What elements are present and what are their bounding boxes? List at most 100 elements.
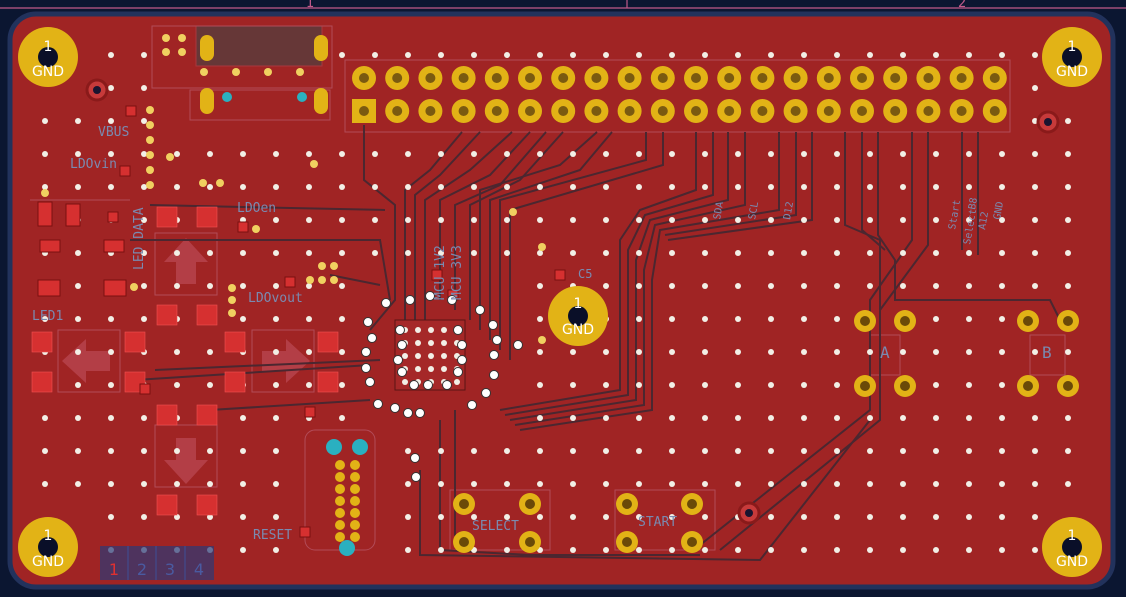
silk-button-b: B (1042, 343, 1052, 362)
stitch-via (207, 283, 213, 289)
stitch-via (438, 151, 444, 157)
tactile-buttons[interactable] (453, 310, 1079, 553)
mounting-hole-bottom-left[interactable]: 1 GND (18, 517, 78, 577)
stitch-via (867, 415, 873, 421)
mounting-hole-center[interactable]: 1 GND (548, 286, 608, 346)
header-label-4: SCL (747, 201, 761, 221)
layer-selector[interactable]: 1 2 3 4 (100, 546, 214, 580)
small-via (306, 276, 314, 284)
stitch-via (273, 217, 279, 223)
smd-small (125, 105, 137, 117)
stitch-via (1032, 151, 1038, 157)
stitch-via (1065, 151, 1071, 157)
stitch-via (372, 250, 378, 256)
mcu-thermal-via (428, 366, 434, 372)
stitch-via (141, 184, 147, 190)
stitch-via (735, 184, 741, 190)
stitch-via (834, 217, 840, 223)
silk-mcu-3v3: MCU 3V3 (450, 245, 465, 300)
silk-led1: LED1 (32, 309, 63, 324)
stitch-via (636, 283, 642, 289)
stitch-via (603, 283, 609, 289)
stitch-via (669, 547, 675, 553)
stitch-via (669, 349, 675, 355)
silk-ldo-vout: LDOvout (248, 291, 303, 306)
small-via (538, 243, 546, 251)
header-pin-drill (525, 106, 535, 116)
small-via (146, 166, 154, 174)
stitch-via (702, 349, 708, 355)
button-pin-drill (525, 537, 535, 547)
mounting-hole-top-right[interactable]: 1 GND (1042, 27, 1102, 87)
stitch-via (273, 448, 279, 454)
small-via (130, 283, 138, 291)
small-via (146, 121, 154, 129)
smd-part (37, 201, 53, 227)
silk-reset: RESET (253, 528, 292, 543)
button-pin-drill (860, 381, 870, 391)
stitch-via (372, 184, 378, 190)
stitch-via (504, 151, 510, 157)
smd-small (237, 221, 249, 233)
header-pin-drill (624, 106, 635, 116)
trace (414, 131, 481, 325)
layer-1[interactable]: 1 (109, 560, 119, 579)
pin-header-2x20[interactable] (352, 66, 1007, 123)
stitch-via (570, 349, 576, 355)
header-pin-drill (392, 73, 403, 83)
stitch-via (966, 382, 972, 388)
mcu-fanout-via (481, 388, 491, 398)
stitch-via (735, 217, 741, 223)
stitch-via (867, 514, 873, 520)
stitch-via (1032, 349, 1038, 355)
header-pin-drill (591, 73, 602, 83)
stitch-via (603, 52, 609, 58)
prog-pin (350, 532, 360, 542)
stitch-via (75, 349, 81, 355)
trace (419, 419, 871, 562)
smd-pad (224, 371, 246, 393)
stitch-via (537, 382, 543, 388)
stitch-via (75, 481, 81, 487)
stitch-via (1032, 85, 1038, 91)
stitch-via (207, 349, 213, 355)
layer-2[interactable]: 2 (137, 560, 147, 579)
mcu-fanout-via (395, 325, 405, 335)
stitch-via (999, 415, 1005, 421)
mcu-fanout-via (489, 370, 499, 380)
stitch-via (933, 52, 939, 58)
small-via (146, 181, 154, 189)
smd-pad (196, 494, 218, 516)
stitch-via (240, 448, 246, 454)
mcu-fanout-via (488, 320, 498, 330)
mounting-hole-top-left[interactable]: 1 GND (18, 27, 78, 87)
prog-pin (335, 472, 345, 482)
layer-3[interactable]: 3 (165, 560, 175, 579)
trace (363, 125, 396, 331)
programming-header[interactable] (326, 439, 368, 556)
mounting-hole-bottom-right[interactable]: 1 GND (1042, 517, 1102, 577)
mcu-fanout-via (410, 453, 420, 463)
prog-pin (335, 496, 345, 506)
usb-connector[interactable] (162, 34, 328, 114)
smd-part (37, 279, 61, 297)
stitch-via (339, 52, 345, 58)
trace (509, 132, 729, 421)
stitch-via (636, 250, 642, 256)
mcu-fanout-via (373, 399, 383, 409)
stitch-via (669, 382, 675, 388)
stitch-via (273, 481, 279, 487)
small-via (330, 262, 338, 270)
header-pin-drill (359, 73, 369, 83)
stitch-via (966, 547, 972, 553)
stitch-via (570, 52, 576, 58)
stitch-via (735, 415, 741, 421)
stitch-via (75, 118, 81, 124)
small-via (216, 179, 224, 187)
stitch-via (339, 217, 345, 223)
layer-4[interactable]: 4 (194, 560, 204, 579)
stitch-via (306, 316, 312, 322)
trace (499, 132, 697, 411)
stitch-via (834, 415, 840, 421)
